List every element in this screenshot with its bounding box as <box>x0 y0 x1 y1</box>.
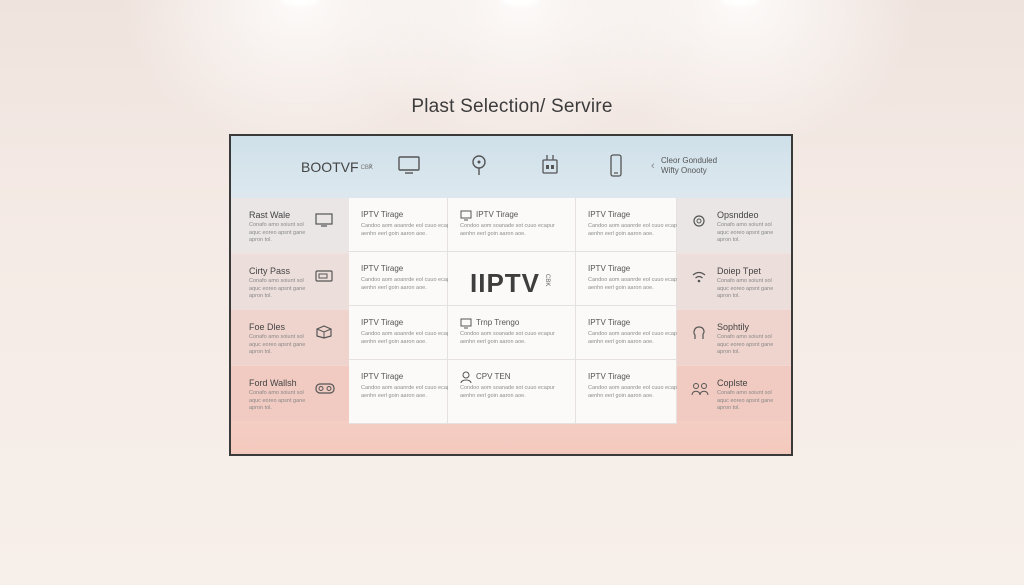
left-menu-item-title: Foe Dles <box>249 322 286 332</box>
right-menu-item-desc: Conafo amo soiunt sol aquc eoreo apsnt g… <box>717 278 774 299</box>
gear-icon <box>691 213 707 234</box>
ceiling-light <box>720 0 760 6</box>
tv-icon <box>460 208 472 226</box>
right-menu-item-title: Sophtily <box>717 322 750 332</box>
head-icon <box>691 325 707 346</box>
tv-box-icon <box>315 269 333 288</box>
service-card-title: IPTV Tirage <box>361 264 404 273</box>
vr-headset-icon <box>315 381 335 400</box>
service-card[interactable]: IPTV Tirage Candoo aom aoanrde eol cuuo … <box>576 252 682 306</box>
service-card[interactable]: IPTV Tirage Candoo aom aoanrde eol cuuo … <box>349 252 455 306</box>
left-menu-item[interactable]: Rast Wale Conafo amo soiunt sol aquc eor… <box>231 198 349 253</box>
right-menu-item[interactable]: Doiep Tpet Conafo amo soiunt sol aquc eo… <box>677 254 791 309</box>
right-menu-item[interactable]: Coplste Conafo amo soiunt sol aquc eoreo… <box>677 366 791 421</box>
topbar-info-line1: Cleor Gonduled <box>661 156 718 165</box>
service-card[interactable]: CPV TEN Condoo aom soanade sot cuuo ecap… <box>448 360 576 424</box>
left-menu-item[interactable]: Ford Wallsh Conafo amo soiunt sol aquc e… <box>231 366 349 421</box>
person-icon <box>460 370 472 388</box>
service-card-title: CPV TEN <box>476 372 511 381</box>
left-menu-item[interactable]: Cirty Pass Conafo amo soiunt sol aquc eo… <box>231 254 349 309</box>
tv-icon <box>460 316 472 334</box>
left-menu-item-desc: Conafo amo soiunt sol aquc eoreo apsnt g… <box>249 222 306 243</box>
iptv-logo: IIPTV <box>470 268 541 298</box>
service-card-title: IPTV Tirage <box>361 372 404 381</box>
right-menu-item[interactable]: Sophtily Conafo amo soiunt sol aquc eore… <box>677 310 791 365</box>
monitor-icon <box>315 213 333 232</box>
cube-icon <box>315 325 333 344</box>
service-card-title: IPTV Tirage <box>476 210 519 219</box>
service-card-desc: Condoo aom soanade sot cuuo ecapur aenhn… <box>460 385 555 399</box>
ceiling-light <box>280 0 320 6</box>
service-card-desc: Candoo aom aoanrde eol cuuo ecapur aenhn… <box>588 223 682 237</box>
service-card-title: IPTV Tirage <box>588 210 631 219</box>
service-card[interactable]: Trnp Trengo Condoo aom soanade sot cuuo … <box>448 306 576 360</box>
topbar-info: Cleor Gonduled Wifty Onooty <box>661 156 717 176</box>
right-menu-item-title: Opsnddeo <box>717 210 759 220</box>
service-card-desc: Condoo aom soanade sot cuuo ecapur aenhn… <box>460 223 555 237</box>
left-menu-item-title: Rast Wale <box>249 210 291 220</box>
topbar-info-line2: Wifty Onooty <box>661 166 707 175</box>
service-card-grid: IPTV Tirage Candoo aom aoanrde eol cuuo … <box>349 198 682 424</box>
chevron-left-icon[interactable]: ‹ <box>651 160 655 172</box>
right-menu: Opsnddeo Conafo amo soiunt sol aquc eore… <box>677 198 791 428</box>
service-card-title: IPTV Tirage <box>588 372 631 381</box>
right-menu-item-desc: Conafo amo soiunt sol aquc eoreo apsnt g… <box>717 390 774 411</box>
tv-icon[interactable] <box>397 154 421 176</box>
service-card[interactable]: IPTV Tirage Candoo aom aoanrde eol cuuo … <box>576 198 682 252</box>
phone-icon[interactable] <box>609 154 623 178</box>
service-card-title: IPTV Tirage <box>361 210 404 219</box>
lightbulb-icon[interactable] <box>471 154 487 178</box>
right-menu-item-title: Doiep Tpet <box>717 266 761 276</box>
left-menu-item-desc: Conafo amo soiunt sol aquc eoreo apsnt g… <box>249 334 306 355</box>
page-title: Plast Selection/ Servire <box>411 96 613 117</box>
left-menu-item-title: Ford Wallsh <box>249 378 297 388</box>
service-card-desc: Candoo aom aoanrde eol cuuo ecapur aenhn… <box>361 277 455 291</box>
service-card[interactable]: IPTV Tirage Candoo aom aoanrde eol cuuo … <box>349 198 455 252</box>
chevron-right-icon[interactable]: › <box>369 160 373 172</box>
service-card-title: IPTV Tirage <box>588 264 631 273</box>
iptv-logo-sub: CBK <box>544 274 550 287</box>
right-menu-item-desc: Conafo amo soiunt sol aquc eoreo apsnt g… <box>717 334 774 355</box>
left-menu-item-title: Cirty Pass <box>249 266 291 276</box>
service-card[interactable]: IPTV Tirage Candoo aom aoanrde eol cuuo … <box>576 360 682 424</box>
service-card[interactable]: IPTV Tirage Candoo aom aoanrde eol cuuo … <box>349 360 455 424</box>
service-card-desc: Candoo aom aoanrde eol cuuo ecapur aenhn… <box>361 385 455 399</box>
right-menu-item-title: Coplste <box>717 378 748 388</box>
service-card[interactable]: IPTV Tirage Condoo aom soanade sot cuuo … <box>448 198 576 252</box>
brand-text: BOOTVF <box>301 159 359 175</box>
left-menu-item-desc: Conafo amo soiunt sol aquc eoreo apsnt g… <box>249 390 306 411</box>
service-card-desc: Candoo aom aoanrde eol cuuo ecapur aenhn… <box>588 277 682 291</box>
right-menu-item-desc: Conafo amo soiunt sol aquc eoreo apsnt g… <box>717 222 774 243</box>
service-card[interactable]: IPTV Tirage Candoo aom aoanrde eol cuuo … <box>576 306 682 360</box>
left-menu-item[interactable]: Foe Dles Conafo amo soiunt sol aquc eore… <box>231 310 349 365</box>
wifi-icon <box>691 269 707 290</box>
right-menu-item[interactable]: Opsnddeo Conafo amo soiunt sol aquc eore… <box>677 198 791 253</box>
service-card-desc: Candoo aom aoanrde eol cuuo ecapur aenhn… <box>361 223 455 237</box>
people-icon <box>691 381 709 402</box>
left-menu: Rast Wale Conafo amo soiunt sol aquc eor… <box>231 198 349 428</box>
iptv-logo-card[interactable]: IIPTV CBK <box>448 252 576 306</box>
service-card-title: IPTV Tirage <box>588 318 631 327</box>
service-card[interactable]: IPTV Tirage Candoo aom aoanrde eol cuuo … <box>349 306 455 360</box>
ceiling-light <box>500 0 540 6</box>
service-card-desc: Candoo aom aoanrde eol cuuo ecapur aenhn… <box>588 385 682 399</box>
left-menu-item-desc: Conafo amo soiunt sol aquc eoreo apsnt g… <box>249 278 306 299</box>
service-card-desc: Condoo aom soanade sot cuuo ecapur aenhn… <box>460 331 555 345</box>
brand-subtext: CBK <box>360 165 373 172</box>
router-icon[interactable] <box>541 154 559 176</box>
service-card-desc: Candoo aom aoanrde eol cuuo ecapur aenhn… <box>361 331 455 345</box>
service-card-title: Trnp Trengo <box>476 318 520 327</box>
service-card-desc: Candoo aom aoanrde eol cuuo ecapur aenhn… <box>588 331 682 345</box>
service-card-title: IPTV Tirage <box>361 318 404 327</box>
